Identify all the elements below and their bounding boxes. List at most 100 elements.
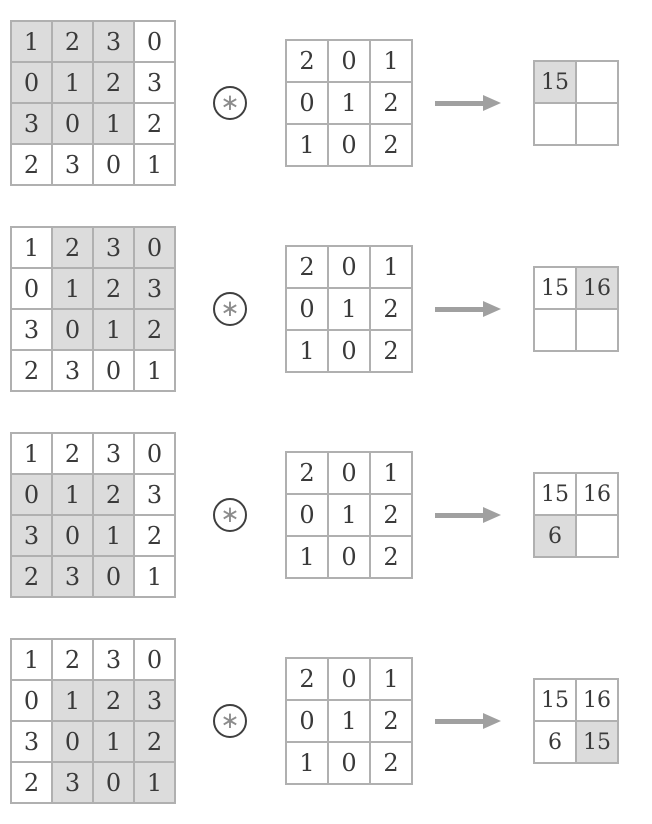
arrow-head [483,95,501,111]
kernel-cell: 1 [370,452,412,494]
input-cell: 0 [52,721,93,762]
output-cell [576,515,618,557]
kernel-cell: 0 [286,494,328,536]
input-cell: 1 [134,144,175,185]
right-arrow-icon [435,95,501,111]
input-cell: 3 [11,309,52,350]
input-cell: 2 [93,62,134,103]
kernel-cell: 1 [286,536,328,578]
kernel-cell: 1 [370,40,412,82]
input-cell: 3 [52,350,93,391]
input-cell: 1 [134,762,175,803]
asterisk-operator-glyph: ∗ [220,295,240,322]
convolution-operator-icon: ∗ [213,704,247,738]
kernel-cell: 2 [370,742,412,784]
input-cell: 2 [134,515,175,556]
input-cell: 3 [52,144,93,185]
input-cell: 1 [52,268,93,309]
input-cell: 0 [134,639,175,680]
input-cell: 1 [52,680,93,721]
kernel-cell: 0 [328,452,370,494]
output-cell [576,309,618,351]
input-cell: 2 [11,144,52,185]
right-arrow-icon [435,301,501,317]
input-cell: 3 [93,433,134,474]
kernel-cell: 2 [286,246,328,288]
input-cell: 0 [93,762,134,803]
input-cell: 0 [52,309,93,350]
input-cell: 0 [134,21,175,62]
convolution-operator-icon: ∗ [213,292,247,326]
input-cell: 3 [134,680,175,721]
arrow-shaft [435,306,483,312]
kernel-cell: 1 [328,700,370,742]
arrow-head [483,713,501,729]
input-cell: 0 [93,556,134,597]
output-cell [576,103,618,145]
input-cell: 3 [134,62,175,103]
input-cell: 0 [11,268,52,309]
arrow-shaft [435,718,483,724]
kernel-cell: 2 [370,82,412,124]
kernel-cell: 2 [370,536,412,578]
input-cell: 2 [93,680,134,721]
kernel-cell: 1 [370,658,412,700]
kernel-cell: 2 [286,658,328,700]
input-cell: 0 [93,144,134,185]
input-cell: 1 [93,309,134,350]
input-cell: 1 [52,62,93,103]
input-cell: 2 [11,350,52,391]
output-cell: 16 [576,679,618,721]
input-cell: 2 [134,103,175,144]
output-cell [534,103,576,145]
asterisk-operator-glyph: ∗ [220,501,240,528]
output-cell: 15 [534,267,576,309]
kernel-cell: 0 [286,288,328,330]
input-cell: 2 [11,762,52,803]
input-cell: 1 [11,433,52,474]
kernel-cell: 2 [370,700,412,742]
input-cell: 2 [93,474,134,515]
kernel-cell: 1 [328,494,370,536]
kernel-cell: 0 [328,536,370,578]
kernel-cell: 0 [328,40,370,82]
output-cell: 15 [534,473,576,515]
input-cell: 1 [11,227,52,268]
kernel-cell: 1 [328,82,370,124]
arrow-head [483,507,501,523]
kernel-cell: 0 [328,658,370,700]
arrow-head [483,301,501,317]
output-matrix: 15 [533,60,619,146]
input-cell: 1 [134,556,175,597]
kernel-cell: 1 [286,330,328,372]
kernel-cell: 2 [370,124,412,166]
input-cell: 2 [11,556,52,597]
kernel-cell: 0 [328,742,370,784]
input-cell: 0 [11,62,52,103]
asterisk-operator-glyph: ∗ [220,707,240,734]
kernel-cell: 2 [286,452,328,494]
input-cell: 2 [134,309,175,350]
input-cell: 3 [93,21,134,62]
input-cell: 0 [52,515,93,556]
input-cell: 3 [134,268,175,309]
input-cell: 1 [134,350,175,391]
kernel-cell: 2 [370,288,412,330]
input-cell: 1 [93,721,134,762]
output-cell: 16 [576,267,618,309]
input-cell: 1 [52,474,93,515]
output-cell: 16 [576,473,618,515]
input-cell: 2 [52,433,93,474]
output-cell: 15 [534,679,576,721]
input-cell: 1 [93,515,134,556]
kernel-cell: 1 [328,288,370,330]
kernel-cell: 0 [328,330,370,372]
